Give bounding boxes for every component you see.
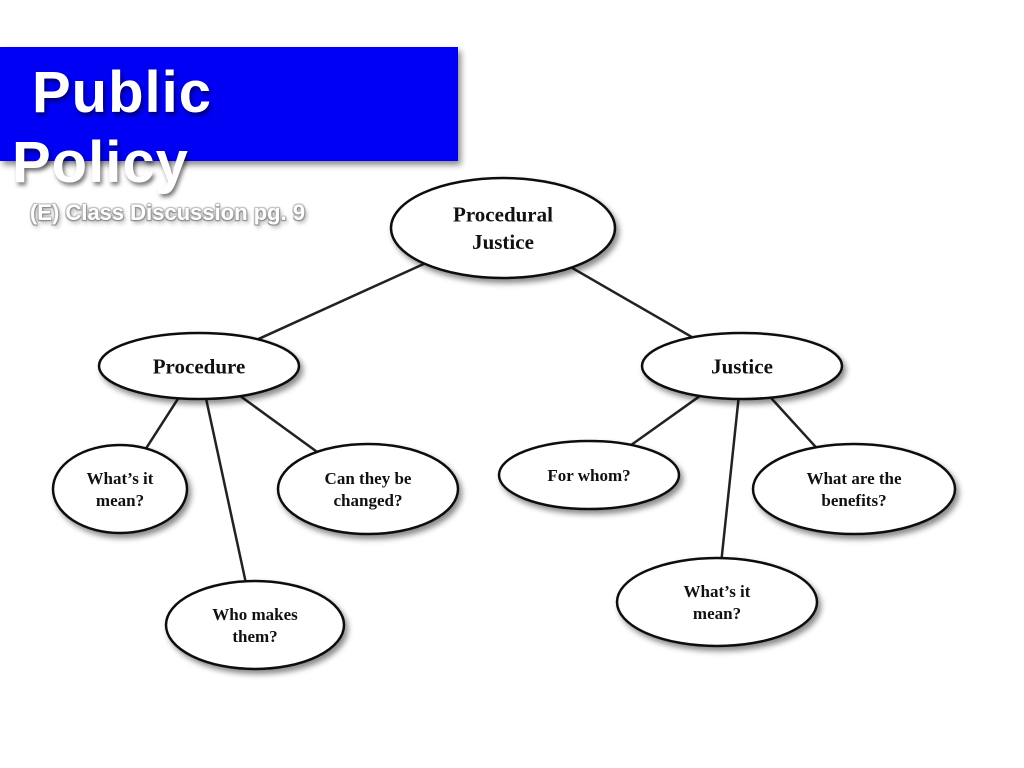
node-ellipse bbox=[97, 331, 301, 401]
edge-procedure-to-proc-meaning bbox=[144, 397, 180, 450]
title-line-2: Policy bbox=[12, 130, 189, 195]
edge-justice-to-just-benefits bbox=[769, 396, 817, 449]
edge-procedure-to-proc-who bbox=[204, 398, 247, 582]
node-label: Can they be bbox=[325, 469, 412, 488]
node-label: What’s it bbox=[87, 469, 154, 488]
node-label: them? bbox=[232, 627, 277, 646]
node-label: What are the bbox=[806, 469, 902, 488]
node-label: For whom? bbox=[547, 466, 630, 485]
node-justice: Justice bbox=[640, 331, 844, 401]
slide-title: Public Policy bbox=[12, 58, 482, 198]
node-just-meaning: What’s it mean? bbox=[615, 556, 819, 648]
node-ellipse bbox=[751, 442, 957, 536]
node-label: benefits? bbox=[821, 491, 886, 510]
edge-procedure-to-proc-change bbox=[239, 395, 318, 453]
node-label: mean? bbox=[96, 491, 144, 510]
node-label: Who makes bbox=[212, 605, 298, 624]
node-label: changed? bbox=[334, 491, 403, 510]
node-ellipse bbox=[615, 556, 819, 648]
node-proc-meaning: What’s it mean? bbox=[51, 443, 189, 535]
edge-root-to-procedure bbox=[257, 262, 425, 341]
node-label: What’s it bbox=[684, 582, 751, 601]
edge-justice-to-just-meaning bbox=[720, 398, 740, 559]
title-line-1: Public bbox=[32, 60, 213, 125]
node-label: mean? bbox=[693, 604, 741, 623]
slide-subtitle: (E) Class Discussion pg. 9 bbox=[30, 200, 306, 225]
node-ellipse bbox=[640, 331, 844, 401]
node-procedure: Procedure bbox=[97, 331, 301, 401]
node-label: Justice bbox=[472, 230, 534, 254]
node-label: Procedure bbox=[153, 354, 246, 378]
node-proc-who: Who makes them? bbox=[164, 579, 346, 671]
node-label: Procedural bbox=[453, 203, 553, 227]
node-ellipse bbox=[497, 439, 681, 511]
edge-root-to-justice bbox=[570, 266, 694, 339]
node-ellipse bbox=[164, 579, 346, 671]
node-ellipse bbox=[51, 443, 189, 535]
title-banner bbox=[0, 47, 458, 161]
edge-justice-to-just-whom bbox=[630, 394, 701, 446]
node-proc-change: Can they be changed? bbox=[276, 442, 460, 536]
edges-layer bbox=[144, 262, 817, 582]
node-just-whom: For whom? bbox=[497, 439, 681, 511]
node-ellipse bbox=[389, 176, 617, 280]
node-label: Justice bbox=[711, 354, 773, 378]
node-ellipse bbox=[276, 442, 460, 536]
node-just-benefits: What are the benefits? bbox=[751, 442, 957, 536]
